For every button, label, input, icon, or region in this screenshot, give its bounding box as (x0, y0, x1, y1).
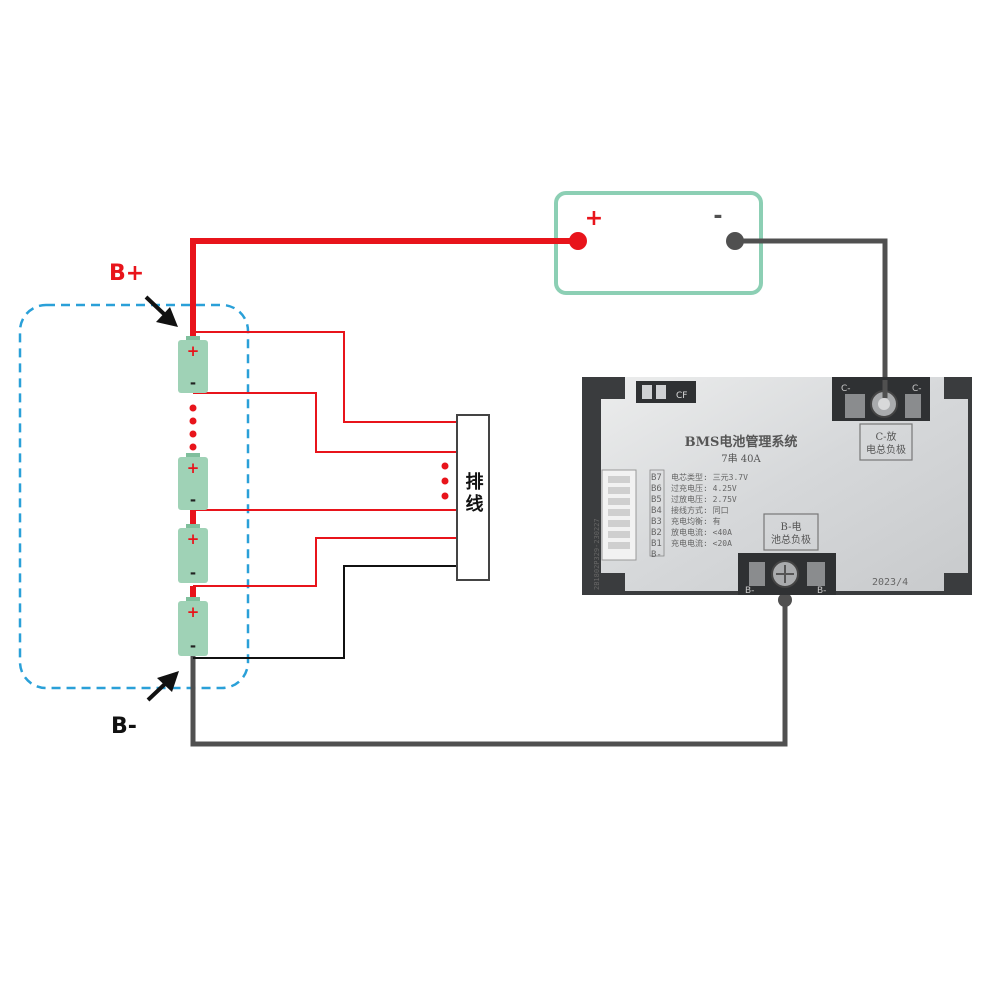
cell-minus-sign: - (190, 564, 196, 582)
spec-line: 放电电流: <40A (671, 527, 732, 537)
load-positive-terminal (569, 232, 587, 250)
bms-subtitle: 7串 40A (721, 453, 761, 465)
b-minus-label-box (763, 513, 819, 551)
spec-line: 过放电压: 2.75V (671, 494, 737, 504)
b-minus-pad-label-right: B- (817, 586, 826, 596)
b-plus-arrow-icon (144, 295, 178, 327)
battery-cell: + - (178, 597, 208, 656)
spec-line: 接线方式: 同口 (671, 505, 729, 515)
load-negative-terminal (726, 232, 744, 250)
sense-wire-5 (193, 565, 457, 659)
b-minus-pad-label: B- (745, 586, 754, 596)
pin-label: B6 (651, 484, 662, 494)
pin-label: B3 (651, 517, 662, 527)
pin-label: B4 (651, 506, 662, 516)
bms-board: CF C- C- C-放电总负极 BMS电池管理系统 7串 40A 2B1802… (582, 377, 972, 596)
c-minus-pad-label: C- (841, 384, 851, 394)
pin-label: B2 (651, 528, 662, 538)
spec-line: 电芯类型: 三元3.7V (671, 472, 748, 482)
pack-negative-wire (190, 600, 788, 747)
battery-cell: + - (178, 453, 208, 510)
board-side-code: 2B1802P329-230227 (593, 518, 601, 590)
pin-label: B7 (651, 473, 662, 483)
spec-line: 充电电流: <20A (671, 538, 732, 548)
b-plus-label: B+ (109, 261, 144, 286)
cell-minus-sign: - (190, 491, 196, 509)
load-minus-sign: - (713, 204, 722, 229)
b-minus-label-board: B-电池总负极 (771, 520, 811, 546)
pin-label: B- (651, 550, 662, 560)
ribbon-ellipsis-dots (441, 462, 449, 500)
sense-wire-1 (193, 331, 457, 423)
cell-minus-sign: - (190, 637, 196, 655)
pin-label: B5 (651, 495, 662, 505)
positive-main-wire (190, 238, 578, 340)
cell-plus-sign: + (187, 530, 200, 548)
b-minus-label-text: B-电 (781, 520, 802, 533)
bms-b-minus-junction (778, 593, 792, 607)
c-minus-label-text: C-放 (875, 430, 896, 443)
sense-wire-4 (193, 537, 457, 587)
cell-plus-sign: + (187, 603, 200, 621)
battery-cell: + - (178, 336, 208, 393)
pack-ellipsis-dots (189, 404, 197, 451)
pin-label-box (649, 469, 665, 557)
cell-plus-sign: + (187, 459, 200, 477)
bms-title: BMS电池管理系统 (685, 434, 798, 450)
board-date: 2023/4 (872, 577, 908, 588)
pin-label: B1 (651, 539, 662, 549)
cell-minus-sign: - (190, 374, 196, 392)
pin-labels: B7 B6 B5 B4 B3 B2 B1 B- (651, 473, 662, 560)
load-negative-wire (735, 238, 888, 398)
cf-label: CF (676, 391, 687, 401)
cell-plus-sign: + (187, 342, 200, 360)
spec-list: 电芯类型: 三元3.7V 过充电压: 4.25V 过放电压: 2.75V 接线方… (671, 472, 748, 548)
ribbon-label: 排线 (463, 471, 484, 516)
c-minus-label: C-放电总负极 (866, 430, 906, 456)
ribbon-connector (456, 414, 490, 581)
sense-wire-2 (193, 392, 457, 453)
b-minus-label-text-line2: 池总负极 (771, 533, 811, 546)
c-minus-label-text-line2: 电总负极 (866, 443, 906, 456)
c-minus-pad-label-right: C- (912, 384, 922, 394)
load-plus-sign: + (585, 206, 603, 231)
c-minus-label-box (859, 423, 913, 461)
spec-line: 过充电压: 4.25V (671, 483, 737, 493)
b-minus-label: B- (111, 714, 137, 739)
battery-cell: + - (178, 524, 208, 583)
battery-pack-outline (18, 303, 250, 690)
spec-line: 充电均衡: 有 (671, 516, 721, 526)
b-minus-arrow-icon (146, 671, 179, 702)
